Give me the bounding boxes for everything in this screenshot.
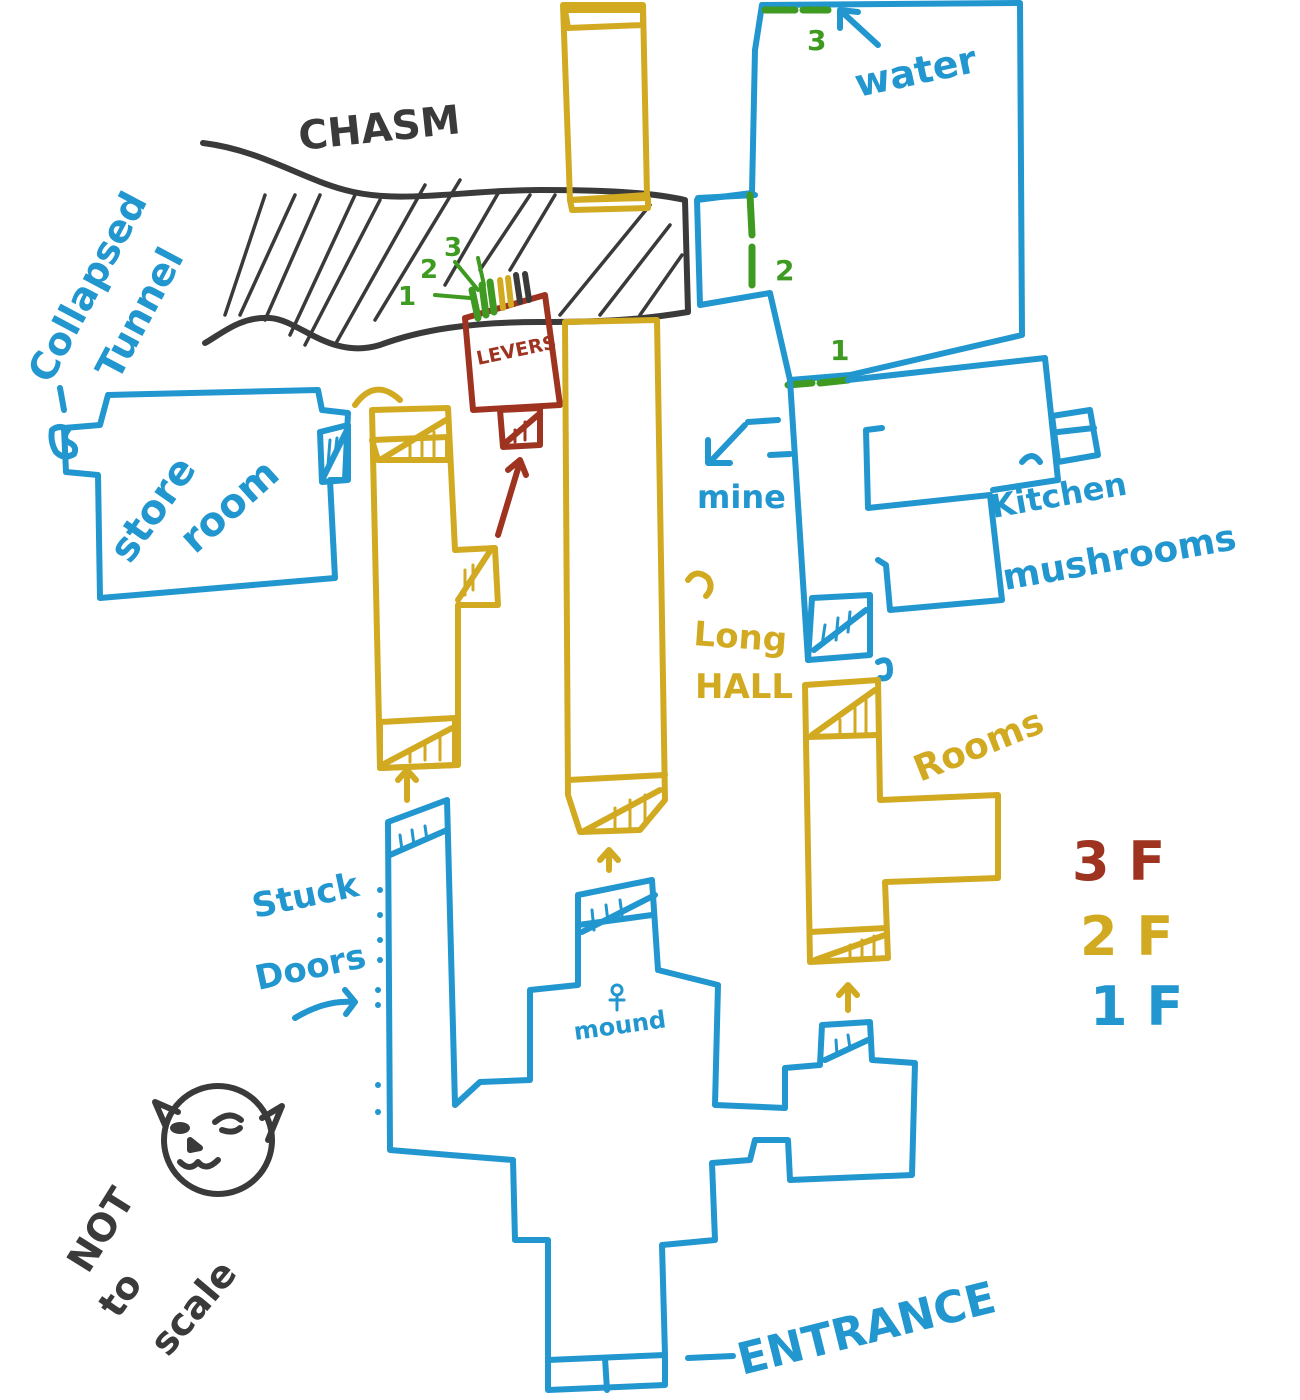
lever-number-1: 1 — [398, 282, 416, 312]
up-arrow-icon — [495, 457, 529, 538]
store-room: store room — [61, 387, 351, 601]
rooms-entry-stairs — [822, 1033, 871, 1063]
levers-room: LEVERS 1 2 3 — [398, 233, 563, 538]
not-to-scale-note: NOT to scale — [58, 1180, 245, 1364]
kitchen-stove-icon — [1049, 407, 1101, 465]
rooms-label: Rooms — [908, 701, 1050, 790]
mine-label: mine — [697, 478, 786, 516]
water-label: water — [851, 37, 981, 106]
lever-numbers: 1 2 3 — [398, 233, 486, 312]
levers-label: LEVERS — [474, 332, 558, 370]
legend-3f: 3 F — [1072, 830, 1165, 893]
chasm: CHASM — [200, 97, 691, 352]
not-label: NOT — [58, 1180, 143, 1280]
stairs-top-left — [369, 417, 451, 463]
gate-1-label: 1 — [830, 334, 849, 367]
store-room-stairs — [317, 422, 351, 485]
stuck-doors-label-1: Stuck — [249, 865, 364, 927]
up-arrow-icon — [836, 982, 860, 1013]
water-room: water 3 2 1 — [694, 0, 1025, 389]
rooms-2f: Rooms — [802, 677, 1050, 1013]
mound-stairs — [575, 892, 658, 935]
entrance-label: ENTRANCE — [732, 1272, 1000, 1385]
mushrooms-label: mushrooms — [999, 517, 1239, 598]
floor2-left-corridor — [352, 386, 501, 803]
goblin-face-icon — [152, 1083, 285, 1197]
legend-1f: 1 F — [1090, 975, 1183, 1038]
stairs-side — [455, 545, 495, 603]
mound-label: mound — [572, 1005, 668, 1046]
legend-2f: 2 F — [1080, 905, 1173, 968]
long-hall-label-2: HALL — [695, 667, 793, 707]
u-turn-arrow-icon — [352, 386, 403, 408]
gate-2-label: 2 — [775, 254, 794, 287]
east-wing-stairs — [811, 607, 869, 653]
gate-3-label: 3 — [807, 24, 826, 57]
lever-handles — [468, 271, 532, 322]
long-hall-label-1: Long — [692, 614, 788, 660]
mine-arrow-icon — [705, 422, 748, 466]
rooms-stairs-bottom — [807, 925, 889, 963]
scale-label: scale — [141, 1252, 245, 1364]
stuck-doors-label-2: Doors — [252, 936, 370, 998]
mound-icon — [608, 983, 626, 1012]
store-room-label-1: store — [101, 448, 206, 570]
lever-number-3: 3 — [444, 233, 462, 263]
chasm-hatching — [223, 178, 684, 347]
chasm-label: CHASM — [296, 97, 462, 160]
rooms-stairs-top — [805, 687, 881, 740]
u-turn-arrow-icon — [685, 570, 714, 599]
up-arrow-icon — [395, 767, 419, 803]
collapsed-tunnel: Collapsed Tunnel — [19, 184, 192, 460]
stairs-bottom-left — [377, 715, 458, 771]
up-arrow-icon — [597, 847, 621, 873]
long-hall: Long HALL — [560, 2, 793, 873]
u-turn-arrow-icon — [1019, 453, 1043, 465]
stuck-doors-stairs — [387, 824, 450, 858]
long-hall-stairs — [565, 772, 668, 835]
stuck-doors-marks — [375, 887, 383, 1115]
arrow-icon — [837, 7, 881, 48]
water-gates: 3 2 1 — [746, 6, 852, 389]
floor-legend: 3 F 2 F 1 F — [1072, 830, 1183, 1038]
lever-number-2: 2 — [420, 255, 438, 285]
u-turn-arrow-icon — [875, 657, 893, 682]
arrow-icon — [292, 987, 358, 1021]
